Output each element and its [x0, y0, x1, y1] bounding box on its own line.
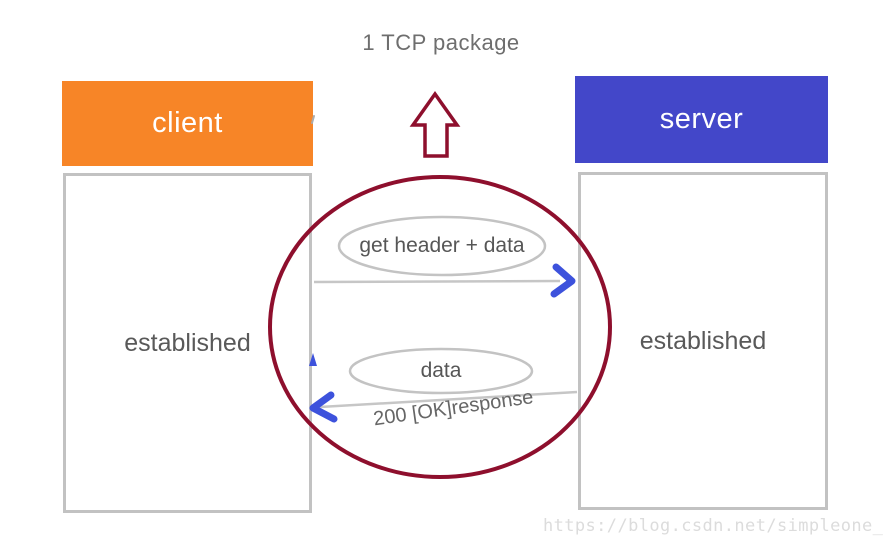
watermark-url: https://blog.csdn.net/simpleone_: [543, 516, 884, 536]
highlight-circle: [268, 175, 612, 479]
response-payload-label: data: [420, 359, 462, 382]
server-state-box: established: [578, 172, 828, 510]
server-state-label: established: [639, 326, 767, 355]
server-label: server: [659, 103, 744, 135]
request-ellipse: [337, 215, 547, 277]
left-chevron-arrowhead-icon: [309, 391, 338, 423]
stray-tick-mark: [311, 115, 315, 124]
request-connector-line: [313, 279, 561, 284]
right-chevron-arrowhead-icon: [550, 263, 576, 298]
diagram-title: 1 TCP package: [362, 30, 520, 55]
client-header-box: client: [62, 81, 313, 166]
tcp-package-up-arrow-icon: [409, 90, 461, 158]
server-header-box: server: [575, 76, 828, 163]
small-up-arrowhead-icon: [309, 353, 317, 366]
request-message-label: get header + data: [359, 234, 525, 257]
data-ellipse: [348, 347, 534, 395]
response-connector-line: [319, 390, 578, 409]
client-state-label: established: [124, 328, 251, 357]
client-label: client: [152, 107, 223, 139]
